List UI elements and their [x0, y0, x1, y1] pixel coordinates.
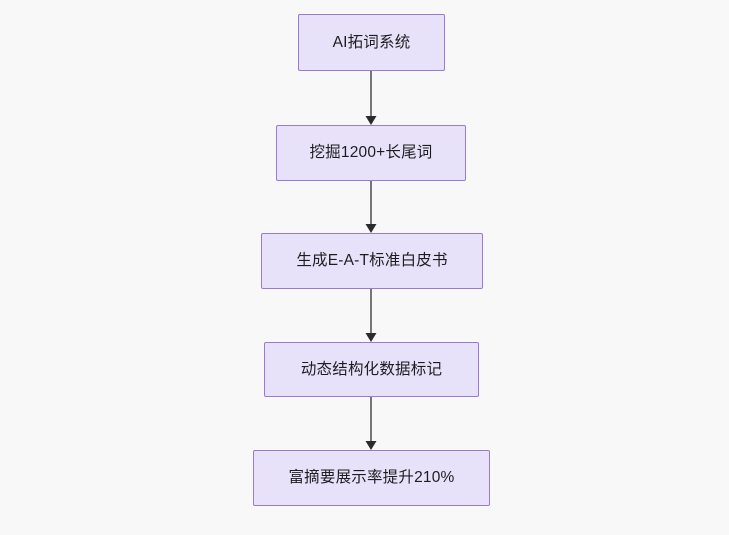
flow-arrow-n1-n2	[363, 71, 379, 125]
flow-node-n3[interactable]: 生成E-A-T标准白皮书	[261, 233, 483, 289]
flow-node-label: AI拓词系统	[332, 33, 411, 51]
flow-arrow-n3-n4	[363, 289, 379, 342]
flow-node-n1[interactable]: AI拓词系统	[298, 14, 445, 71]
flow-node-label: 生成E-A-T标准白皮书	[296, 252, 448, 270]
flow-arrow-n4-n5	[363, 397, 379, 450]
flow-node-n2[interactable]: 挖掘1200+长尾词	[276, 125, 466, 181]
flow-arrow-n2-n3	[363, 181, 379, 233]
flow-node-n5[interactable]: 富摘要展示率提升210%	[253, 450, 490, 506]
flow-node-label: 动态结构化数据标记	[300, 360, 443, 378]
flow-node-n4[interactable]: 动态结构化数据标记	[264, 342, 479, 397]
flow-node-label: 富摘要展示率提升210%	[288, 469, 455, 487]
flow-node-label: 挖掘1200+长尾词	[309, 144, 433, 162]
